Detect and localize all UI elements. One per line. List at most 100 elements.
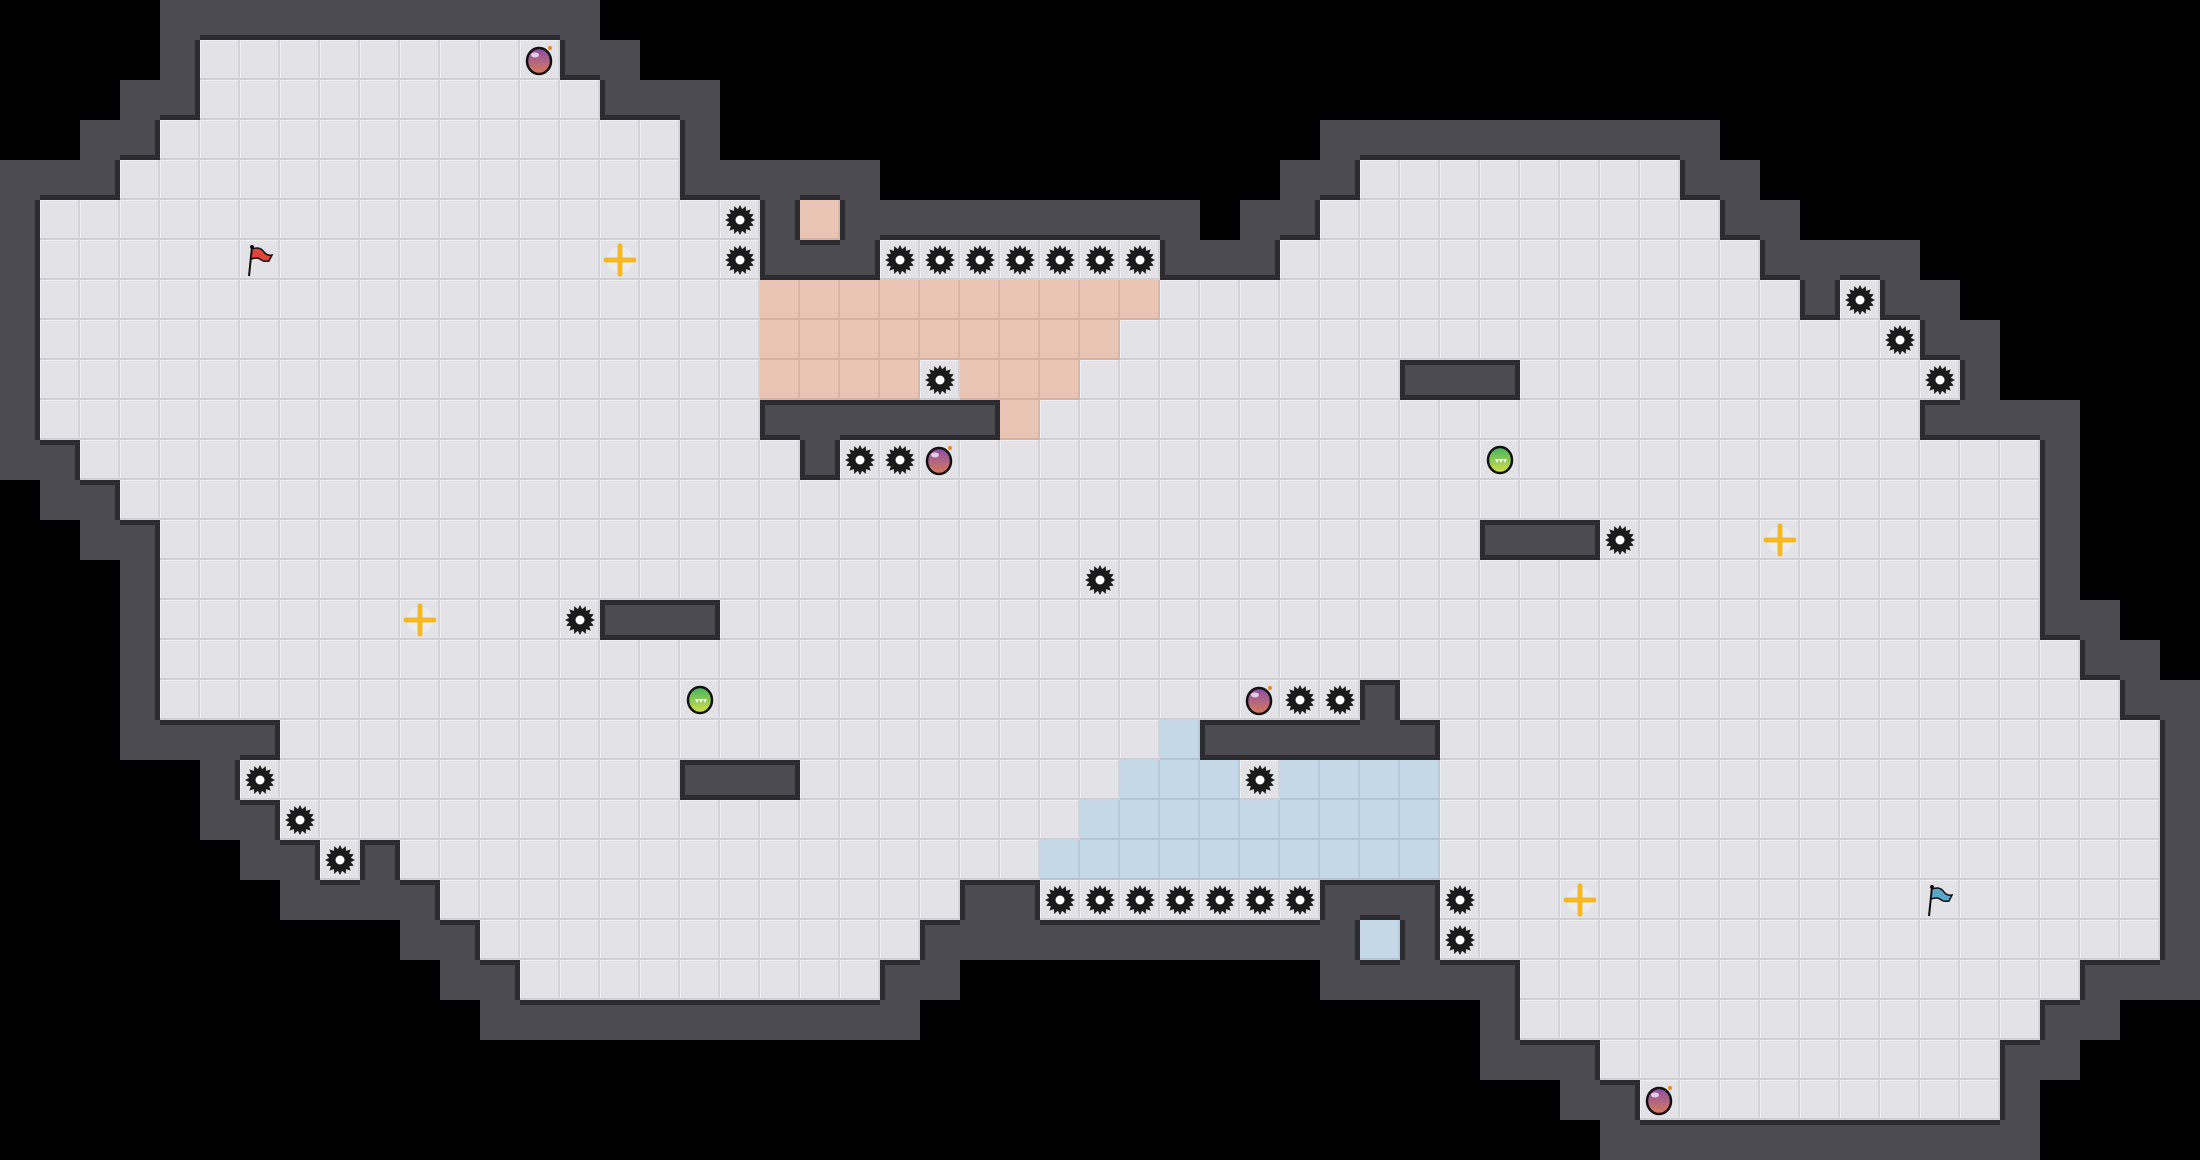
wall-tile [760, 200, 800, 240]
floor-tile [1520, 160, 1560, 200]
blue-zone-tile [1240, 840, 1280, 880]
plus-pickup-icon [600, 240, 640, 280]
floor-tile [200, 400, 240, 440]
floor-tile [200, 560, 240, 600]
floor-tile [840, 960, 880, 1000]
floor-tile [1120, 720, 1160, 760]
floor-tile [2120, 720, 2160, 760]
floor-tile [1800, 960, 1840, 1000]
plus-pickup-icon [1763, 523, 1797, 557]
floor-tile [480, 640, 520, 680]
floor-tile [1280, 440, 1320, 480]
floor-tile [600, 360, 640, 400]
floor-tile [1840, 640, 1880, 680]
floor-tile [680, 880, 720, 920]
wall-tile [2120, 960, 2160, 1000]
floor-tile [1560, 160, 1600, 200]
floor-tile [1520, 360, 1560, 400]
floor-tile [1360, 360, 1400, 400]
wall-tile [1720, 160, 1760, 200]
floor-tile [1800, 800, 1840, 840]
wall-tile [400, 0, 440, 40]
floor-tile [1680, 200, 1720, 240]
floor-tile [720, 840, 760, 880]
floor-tile [1320, 520, 1360, 560]
floor-tile [760, 520, 800, 560]
floor-tile [440, 440, 480, 480]
wall-tile [1760, 200, 1800, 240]
floor-tile [520, 320, 560, 360]
floor-tile [800, 800, 840, 840]
wall-tile [680, 80, 720, 120]
floor-tile [1800, 1000, 1840, 1040]
floor-tile [1200, 400, 1240, 440]
floor-tile [720, 800, 760, 840]
floor-tile [400, 440, 440, 480]
floor-tile [1840, 960, 1880, 1000]
red-flag-icon [248, 245, 274, 277]
bomb-icon [920, 440, 960, 480]
floor-tile [840, 720, 880, 760]
wall-tile [200, 800, 240, 840]
floor-tile [80, 400, 120, 440]
floor-tile [1760, 640, 1800, 680]
floor-tile [1600, 680, 1640, 720]
spike-mine-icon [840, 440, 880, 480]
floor-tile [240, 440, 280, 480]
wall-tile [1400, 880, 1440, 920]
wall-tile [960, 400, 1000, 440]
floor-tile [520, 600, 560, 640]
floor-tile [1760, 880, 1800, 920]
floor-tile [600, 760, 640, 800]
wall-tile [560, 1000, 600, 1040]
pink-zone-tile [880, 280, 920, 320]
floor-tile [1320, 360, 1360, 400]
floor-tile [920, 600, 960, 640]
floor-tile [680, 720, 720, 760]
wall-tile [1600, 1080, 1640, 1120]
floor-tile [1680, 320, 1720, 360]
wall-tile [960, 920, 1000, 960]
floor-tile [2000, 720, 2040, 760]
floor-tile [440, 200, 480, 240]
floor-tile [1840, 360, 1880, 400]
wall-tile [1040, 920, 1080, 960]
floor-tile [1320, 480, 1360, 520]
floor-tile [1320, 440, 1360, 480]
floor-tile [520, 560, 560, 600]
spike-mine-icon [320, 840, 360, 880]
floor-tile [1800, 360, 1840, 400]
floor-tile [1040, 520, 1080, 560]
floor-tile [560, 480, 600, 520]
bomb-icon [1245, 686, 1273, 716]
floor-tile [280, 520, 320, 560]
floor-tile [1720, 1080, 1760, 1120]
wall-tile [680, 120, 720, 160]
blue-zone-tile [1080, 840, 1120, 880]
floor-tile [1560, 760, 1600, 800]
floor-tile [40, 360, 80, 400]
floor-tile [1960, 440, 2000, 480]
floor-tile [2000, 880, 2040, 920]
floor-tile [520, 160, 560, 200]
floor-tile [800, 760, 840, 800]
floor-tile [280, 400, 320, 440]
floor-tile [1240, 600, 1280, 640]
pink-zone-tile [840, 360, 880, 400]
floor-tile [120, 400, 160, 440]
wall-tile [1400, 120, 1440, 160]
floor-tile [680, 280, 720, 320]
floor-tile [920, 800, 960, 840]
spike-mine-icon [325, 845, 355, 875]
floor-tile [1640, 520, 1680, 560]
floor-tile [320, 360, 360, 400]
floor-tile [760, 600, 800, 640]
floor-tile [1760, 1000, 1800, 1040]
wall-tile [120, 120, 160, 160]
blue-zone-tile [1360, 800, 1400, 840]
floor-tile [200, 520, 240, 560]
floor-tile [1240, 640, 1280, 680]
floor-tile [2000, 960, 2040, 1000]
floor-tile [560, 240, 600, 280]
floor-tile [1680, 640, 1720, 680]
